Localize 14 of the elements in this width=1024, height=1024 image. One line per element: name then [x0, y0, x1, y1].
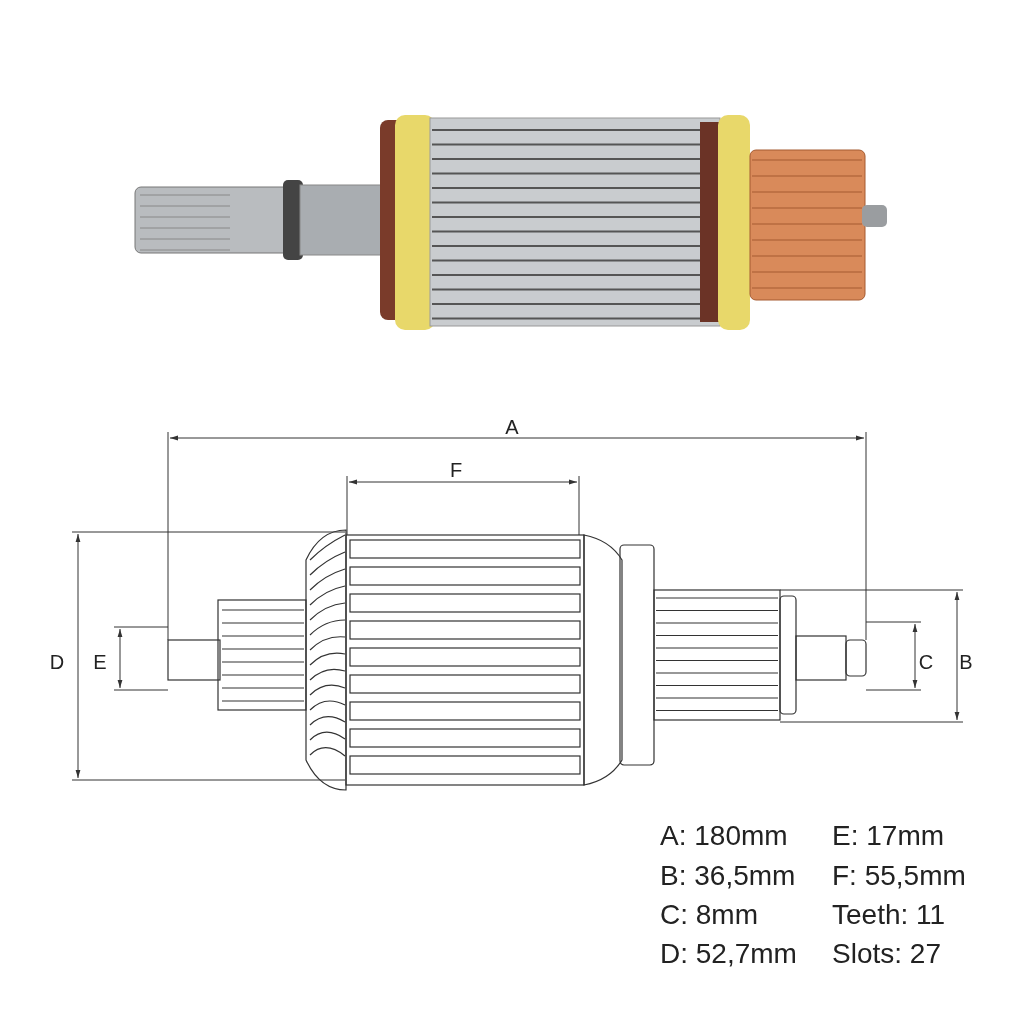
spec-text: F: 55,5mm — [832, 862, 966, 890]
spec-text: Teeth: 11 — [832, 901, 946, 929]
spec-text: E: 17mm — [832, 822, 945, 850]
dimension-label: F — [449, 460, 463, 480]
spec-text: D: 52,7mm — [660, 940, 797, 968]
spec-text: C: 8mm — [660, 901, 758, 929]
dimension-label: A — [505, 417, 519, 437]
dimension-label: C — [918, 652, 934, 672]
dimension-label: B — [959, 652, 973, 672]
spec-text: B: 36,5mm — [660, 862, 796, 890]
dimension-label: D — [49, 652, 65, 672]
dimension-label: E — [93, 652, 107, 672]
spec-text: A: 180mm — [660, 822, 788, 850]
spec-text: Slots: 27 — [832, 940, 941, 968]
